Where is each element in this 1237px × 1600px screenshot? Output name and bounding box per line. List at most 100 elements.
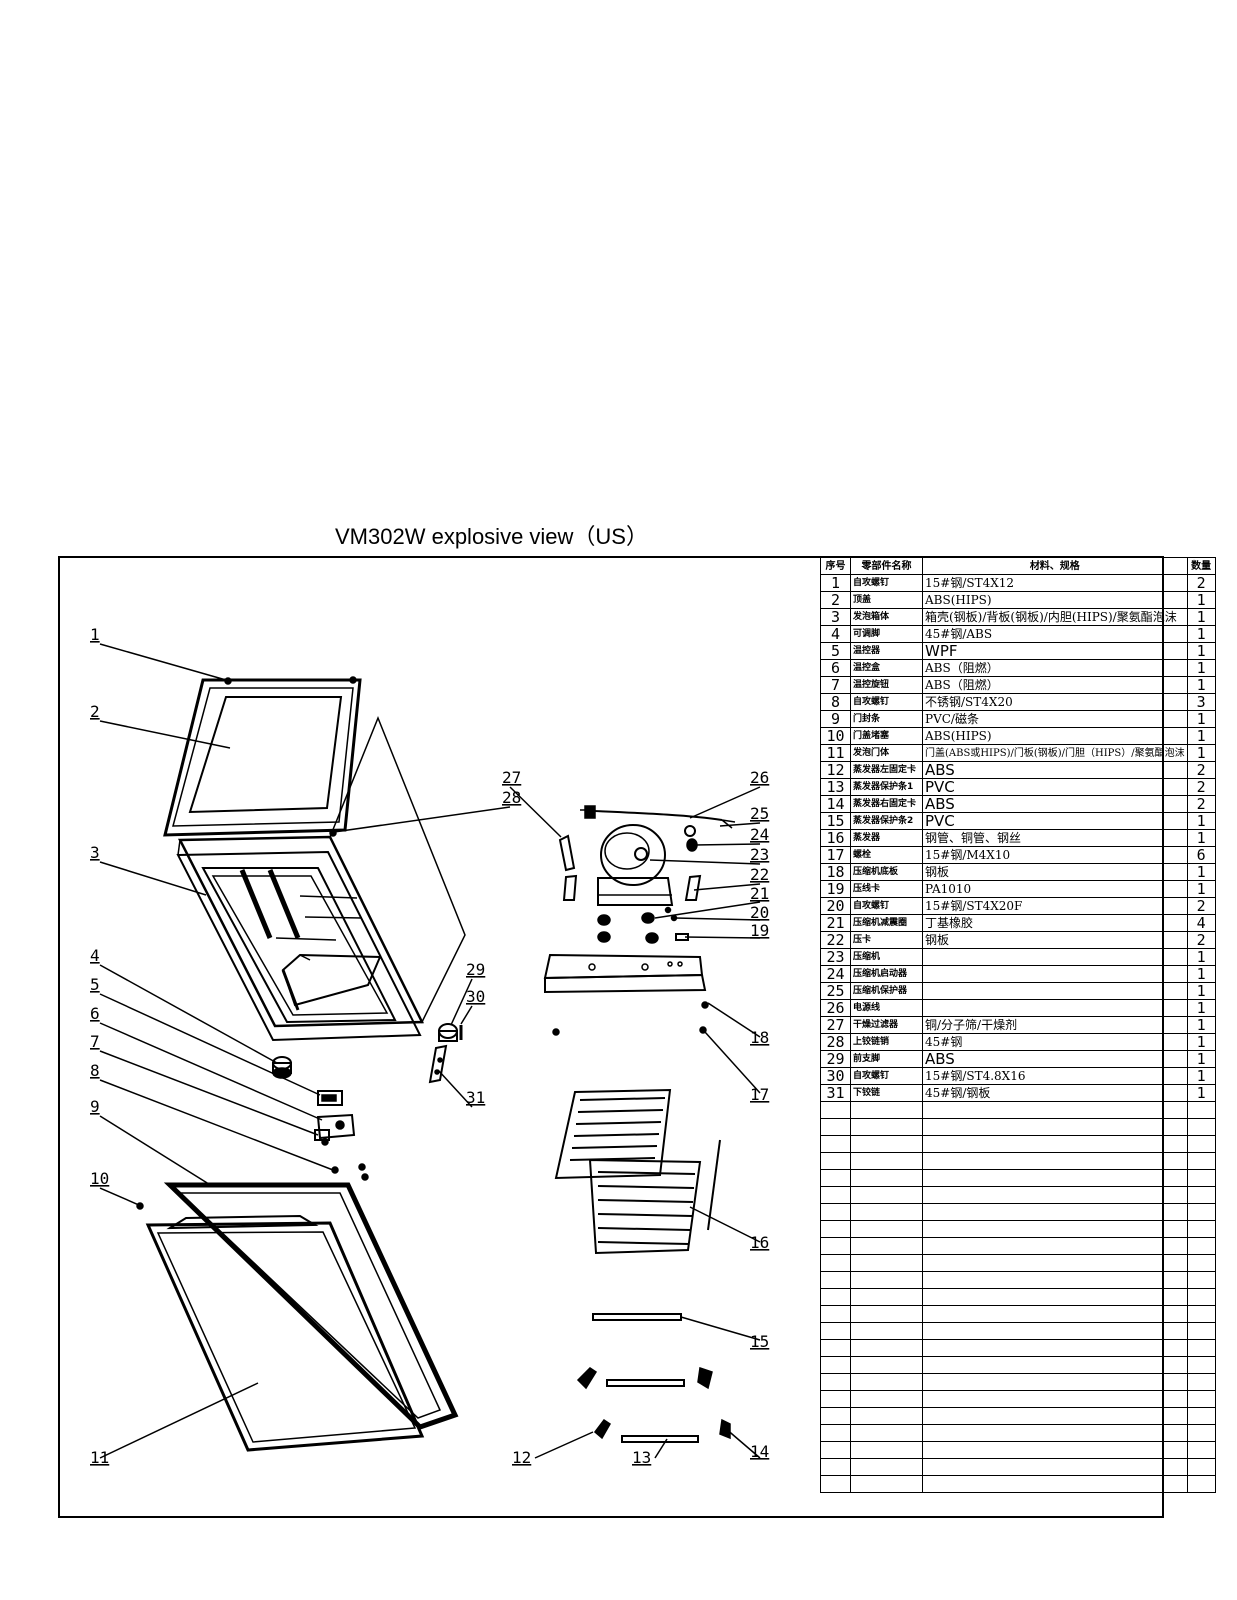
bom-empty-cell [1186, 1339, 1216, 1357]
bom-cell-no: 23 [820, 948, 851, 966]
bom-empty-cell [922, 1339, 1188, 1357]
bom-cell-material: 箱壳(钢板)/背板(钢板)/内胆(HIPS)/聚氨酯泡沫 [922, 608, 1188, 626]
bom-cell-name: 可调脚 [850, 625, 923, 643]
callout-1: 1 [90, 625, 100, 644]
bom-empty-cell [820, 1390, 851, 1408]
bom-cell-no: 27 [820, 1016, 851, 1034]
screw-part-8 [331, 1163, 369, 1181]
bom-cell-material: ABS（阻燃） [922, 659, 1188, 677]
callout-14: 14 [750, 1442, 769, 1461]
bom-cell-material: 铜/分子筛/干燥剂 [922, 1016, 1188, 1034]
bom-empty-cell [850, 1288, 923, 1306]
header-part-name: 零部件名称 [850, 557, 923, 575]
bom-cell-qty: 1 [1186, 999, 1216, 1017]
starter-parts-24-25 [684, 825, 698, 852]
bom-cell-qty: 1 [1186, 948, 1216, 966]
bom-empty-cell [1186, 1237, 1216, 1255]
bom-cell-material: ABS(HIPS) [922, 591, 1188, 609]
callout-27: 27 [502, 768, 521, 787]
bom-cell-name: 蒸发器左固定卡 [850, 761, 923, 779]
bom-cell-name: 上铰链销 [850, 1033, 923, 1051]
bom-cell-no: 15 [820, 812, 851, 830]
bom-empty-cell [820, 1254, 851, 1272]
bom-cell-qty: 1 [1186, 1033, 1216, 1051]
bom-empty-row [820, 1135, 1216, 1153]
bom-empty-cell [850, 1186, 923, 1204]
bom-empty-row [820, 1441, 1216, 1459]
bom-empty-cell [820, 1458, 851, 1476]
bom-cell-name: 压缩机底板 [850, 863, 923, 881]
bom-empty-cell [922, 1271, 1188, 1289]
callout-18: 18 [750, 1028, 769, 1047]
callout-22: 22 [750, 865, 769, 884]
bom-empty-row [820, 1101, 1216, 1119]
bom-empty-cell [850, 1135, 923, 1153]
bom-cell-material: 45#钢 [922, 1033, 1188, 1051]
bom-cell-material: WPF [922, 642, 1188, 660]
bom-cell-name: 前支脚 [850, 1050, 923, 1068]
bom-cell-material: 钢板 [922, 863, 1188, 881]
bom-cell-material: PA1010 [922, 880, 1188, 898]
bom-cell-name: 门盖堵塞 [850, 727, 923, 745]
callout-25: 25 [750, 804, 769, 823]
bom-cell-name: 压卡 [850, 931, 923, 949]
bom-cell-material: ABS [922, 761, 1188, 779]
bom-empty-row [820, 1339, 1216, 1357]
bom-cell-name: 温控盒 [850, 659, 923, 677]
bom-cell-material [922, 982, 1188, 1000]
bom-empty-cell [922, 1475, 1188, 1493]
bom-empty-cell [1186, 1118, 1216, 1136]
bom-empty-cell [1186, 1135, 1216, 1153]
callout-9: 9 [90, 1097, 100, 1116]
bom-empty-cell [1186, 1152, 1216, 1170]
bom-empty-cell [922, 1152, 1188, 1170]
bom-cell-qty: 1 [1186, 982, 1216, 1000]
callout-6: 6 [90, 1004, 100, 1023]
bom-empty-cell [922, 1305, 1188, 1323]
bom-cell-qty: 1 [1186, 642, 1216, 660]
bom-cell-no: 6 [820, 659, 851, 677]
bom-empty-cell [820, 1101, 851, 1119]
bom-cell-no: 8 [820, 693, 851, 711]
bom-cell-material: ABS（阻燃） [922, 676, 1188, 694]
bom-cell-material: 15#钢/ST4X20F [922, 897, 1188, 915]
hinge-pin-part-28 [329, 829, 337, 837]
bom-cell-qty: 1 [1186, 965, 1216, 983]
bom-empty-cell [850, 1356, 923, 1374]
bom-empty-cell [820, 1424, 851, 1442]
screw-part-20 [664, 906, 678, 922]
bom-empty-cell [1186, 1186, 1216, 1204]
bom-empty-row [820, 1424, 1216, 1442]
bom-cell-material [922, 965, 1188, 983]
bom-empty-cell [850, 1390, 923, 1408]
bom-empty-cell [1186, 1373, 1216, 1391]
bom-empty-row [820, 1169, 1216, 1187]
bom-cell-qty: 1 [1186, 676, 1216, 694]
callout-4: 4 [90, 946, 100, 965]
bom-empty-row [820, 1305, 1216, 1323]
bom-empty-cell [850, 1237, 923, 1255]
bom-empty-cell [922, 1254, 1188, 1272]
bom-empty-cell [820, 1407, 851, 1425]
bom-cell-name: 顶盖 [850, 591, 923, 609]
callout-19: 19 [750, 921, 769, 940]
bom-empty-cell [850, 1441, 923, 1459]
bom-cell-no: 2 [820, 591, 851, 609]
bom-cell-qty: 1 [1186, 1067, 1216, 1085]
bom-empty-row [820, 1458, 1216, 1476]
bom-cell-no: 19 [820, 880, 851, 898]
top-lid [163, 678, 362, 837]
callout-3: 3 [90, 843, 100, 862]
bom-cell-name: 螺栓 [850, 846, 923, 864]
